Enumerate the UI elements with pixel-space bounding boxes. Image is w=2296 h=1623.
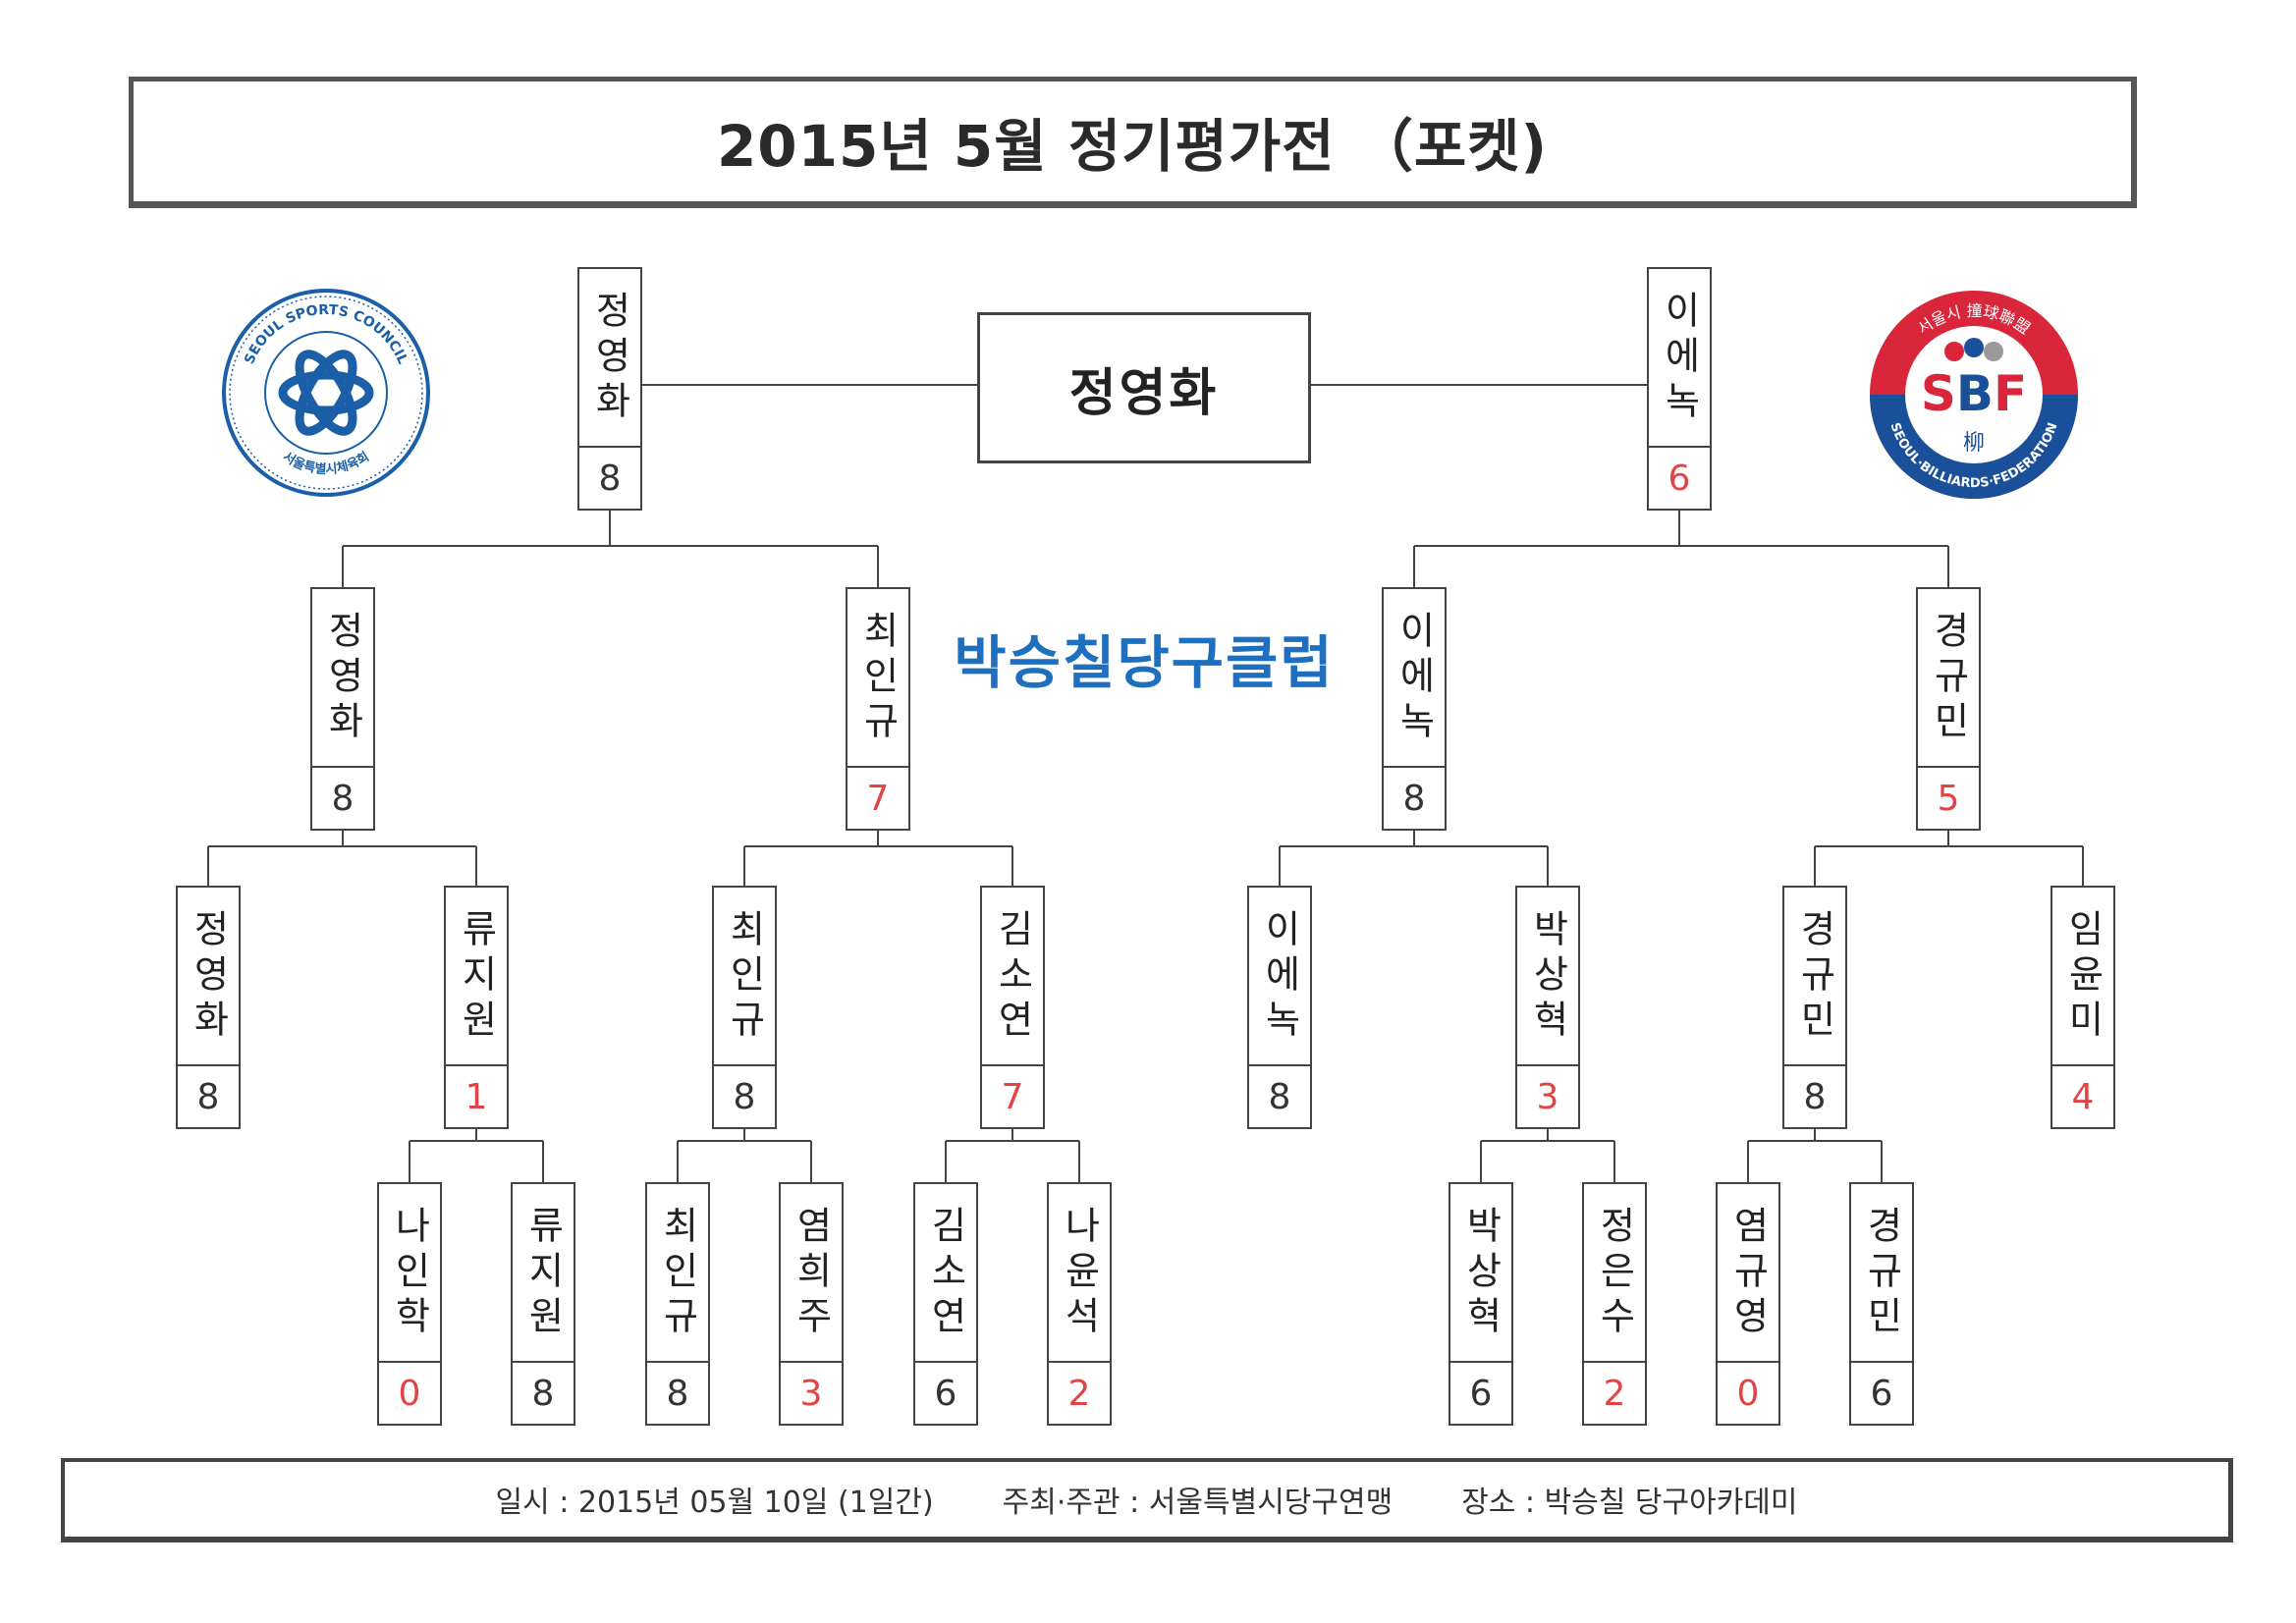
player-name: 최인규	[656, 1206, 699, 1341]
player-name: 이에녹	[1658, 291, 1701, 426]
player-name: 경규민	[1927, 611, 1970, 746]
round1-player-3: 최인규 8	[645, 1182, 710, 1426]
player-score: 0	[379, 1361, 440, 1424]
quarterfinal-player-3: 최인규 8	[712, 886, 777, 1129]
final-player-left: 정영화 8	[577, 267, 642, 511]
player-score: 6	[1851, 1361, 1912, 1424]
round1-player-6: 나윤석 2	[1047, 1182, 1112, 1426]
player-score: 2	[1584, 1361, 1645, 1424]
sbf-letter-f: F	[1994, 365, 2027, 422]
quarterfinal-player-7: 경규민 8	[1782, 886, 1847, 1129]
player-name: 최인규	[856, 611, 900, 746]
title-box: 2015년 5월 정기평가전 （포켓)	[129, 77, 2137, 208]
event-date: 일시 : 2015년 05월 10일 (1일간)	[495, 1486, 934, 1520]
player-name: 나윤석	[1058, 1206, 1101, 1341]
seoul-sports-council-logo: SEOUL SPORTS COUNCIL 서울특별시체육회	[222, 289, 430, 497]
player-name: 정영화	[187, 909, 230, 1045]
quarterfinal-player-8: 임윤미 4	[2050, 886, 2115, 1129]
sbf-letter-s: S	[1921, 365, 1956, 422]
page-title: 2015년 5월 정기평가전 （포켓)	[716, 113, 1549, 180]
player-name: 정은수	[1593, 1206, 1636, 1341]
player-score: 7	[847, 766, 908, 829]
player-score: 8	[513, 1361, 574, 1424]
quarterfinal-player-5: 이에녹 8	[1247, 886, 1312, 1129]
player-name: 경규민	[1793, 909, 1836, 1045]
semifinal-player-4: 경규민 5	[1916, 587, 1981, 831]
player-score: 8	[1784, 1064, 1845, 1127]
player-name: 이에녹	[1393, 611, 1436, 746]
player-score: 6	[915, 1361, 976, 1424]
event-venue: 장소 : 박승칠 당구아카데미	[1461, 1486, 1798, 1520]
footer-info: 일시 : 2015년 05월 10일 (1일간) 주최·주관 : 서울특별시당구…	[61, 1458, 2233, 1542]
player-name: 박상혁	[1526, 909, 1569, 1045]
semifinal-player-1: 정영화 8	[310, 587, 375, 831]
round1-player-9: 염규영 0	[1716, 1182, 1780, 1426]
player-name: 염규영	[1726, 1206, 1770, 1341]
player-name: 나인학	[388, 1206, 431, 1341]
right-logo-char: 柳	[1963, 431, 1985, 456]
round1-player-10: 경규민 6	[1849, 1182, 1914, 1426]
player-name: 류지원	[455, 909, 498, 1045]
player-name: 박상혁	[1459, 1206, 1503, 1341]
round1-player-7: 박상혁 6	[1449, 1182, 1513, 1426]
player-score: 5	[1918, 766, 1979, 829]
player-score: 8	[579, 446, 640, 509]
player-score: 8	[178, 1064, 239, 1127]
player-name: 김소연	[924, 1206, 967, 1341]
quarterfinal-player-1: 정영화 8	[176, 886, 241, 1129]
event-host: 주최·주관 : 서울특별시당구연맹	[1002, 1486, 1394, 1520]
seoul-billiards-federation-logo: SBF 柳 서울시 撞球聯盟 SEOUL·BILLIARDS·FEDERATIO…	[1870, 291, 2078, 499]
player-name: 류지원	[521, 1206, 565, 1341]
club-name: 박승칠당구클럽	[954, 629, 1335, 696]
round1-player-5: 김소연 6	[913, 1182, 978, 1426]
player-name: 정영화	[321, 611, 364, 746]
player-name: 염희주	[790, 1206, 833, 1341]
semifinal-player-2: 최인규 7	[846, 587, 910, 831]
player-score: 0	[1718, 1361, 1778, 1424]
player-score: 2	[1049, 1361, 1110, 1424]
sbf-letter-b: B	[1956, 365, 1994, 422]
player-score: 4	[2052, 1064, 2113, 1127]
player-score: 8	[647, 1361, 708, 1424]
player-score: 1	[446, 1064, 507, 1127]
player-name: 이에녹	[1258, 909, 1301, 1045]
round1-player-4: 염희주 3	[779, 1182, 844, 1426]
round1-player-1: 나인학 0	[377, 1182, 442, 1426]
player-score: 7	[982, 1064, 1043, 1127]
champion-box: 정영화	[977, 312, 1311, 463]
player-score: 8	[714, 1064, 775, 1127]
semifinal-player-3: 이에녹 8	[1382, 587, 1447, 831]
round1-player-2: 류지원 8	[511, 1182, 575, 1426]
round1-player-8: 정은수 2	[1582, 1182, 1647, 1426]
player-score: 3	[1517, 1064, 1578, 1127]
player-score: 8	[1384, 766, 1445, 829]
player-score: 3	[781, 1361, 842, 1424]
quarterfinal-player-2: 류지원 1	[444, 886, 509, 1129]
player-name: 정영화	[588, 291, 631, 426]
final-player-right: 이에녹 6	[1647, 267, 1712, 511]
champion-name: 정영화	[1068, 363, 1220, 423]
player-score: 8	[1249, 1064, 1310, 1127]
svg-text:SBF: SBF	[1921, 365, 2027, 422]
quarterfinal-player-4: 김소연 7	[980, 886, 1045, 1129]
quarterfinal-player-6: 박상혁 3	[1515, 886, 1580, 1129]
player-name: 최인규	[723, 909, 766, 1045]
player-score: 6	[1450, 1361, 1511, 1424]
player-name: 임윤미	[2061, 909, 2105, 1045]
player-name: 경규민	[1860, 1206, 1903, 1341]
player-name: 김소연	[991, 909, 1034, 1045]
player-score: 8	[312, 766, 373, 829]
player-score: 6	[1649, 446, 1710, 509]
